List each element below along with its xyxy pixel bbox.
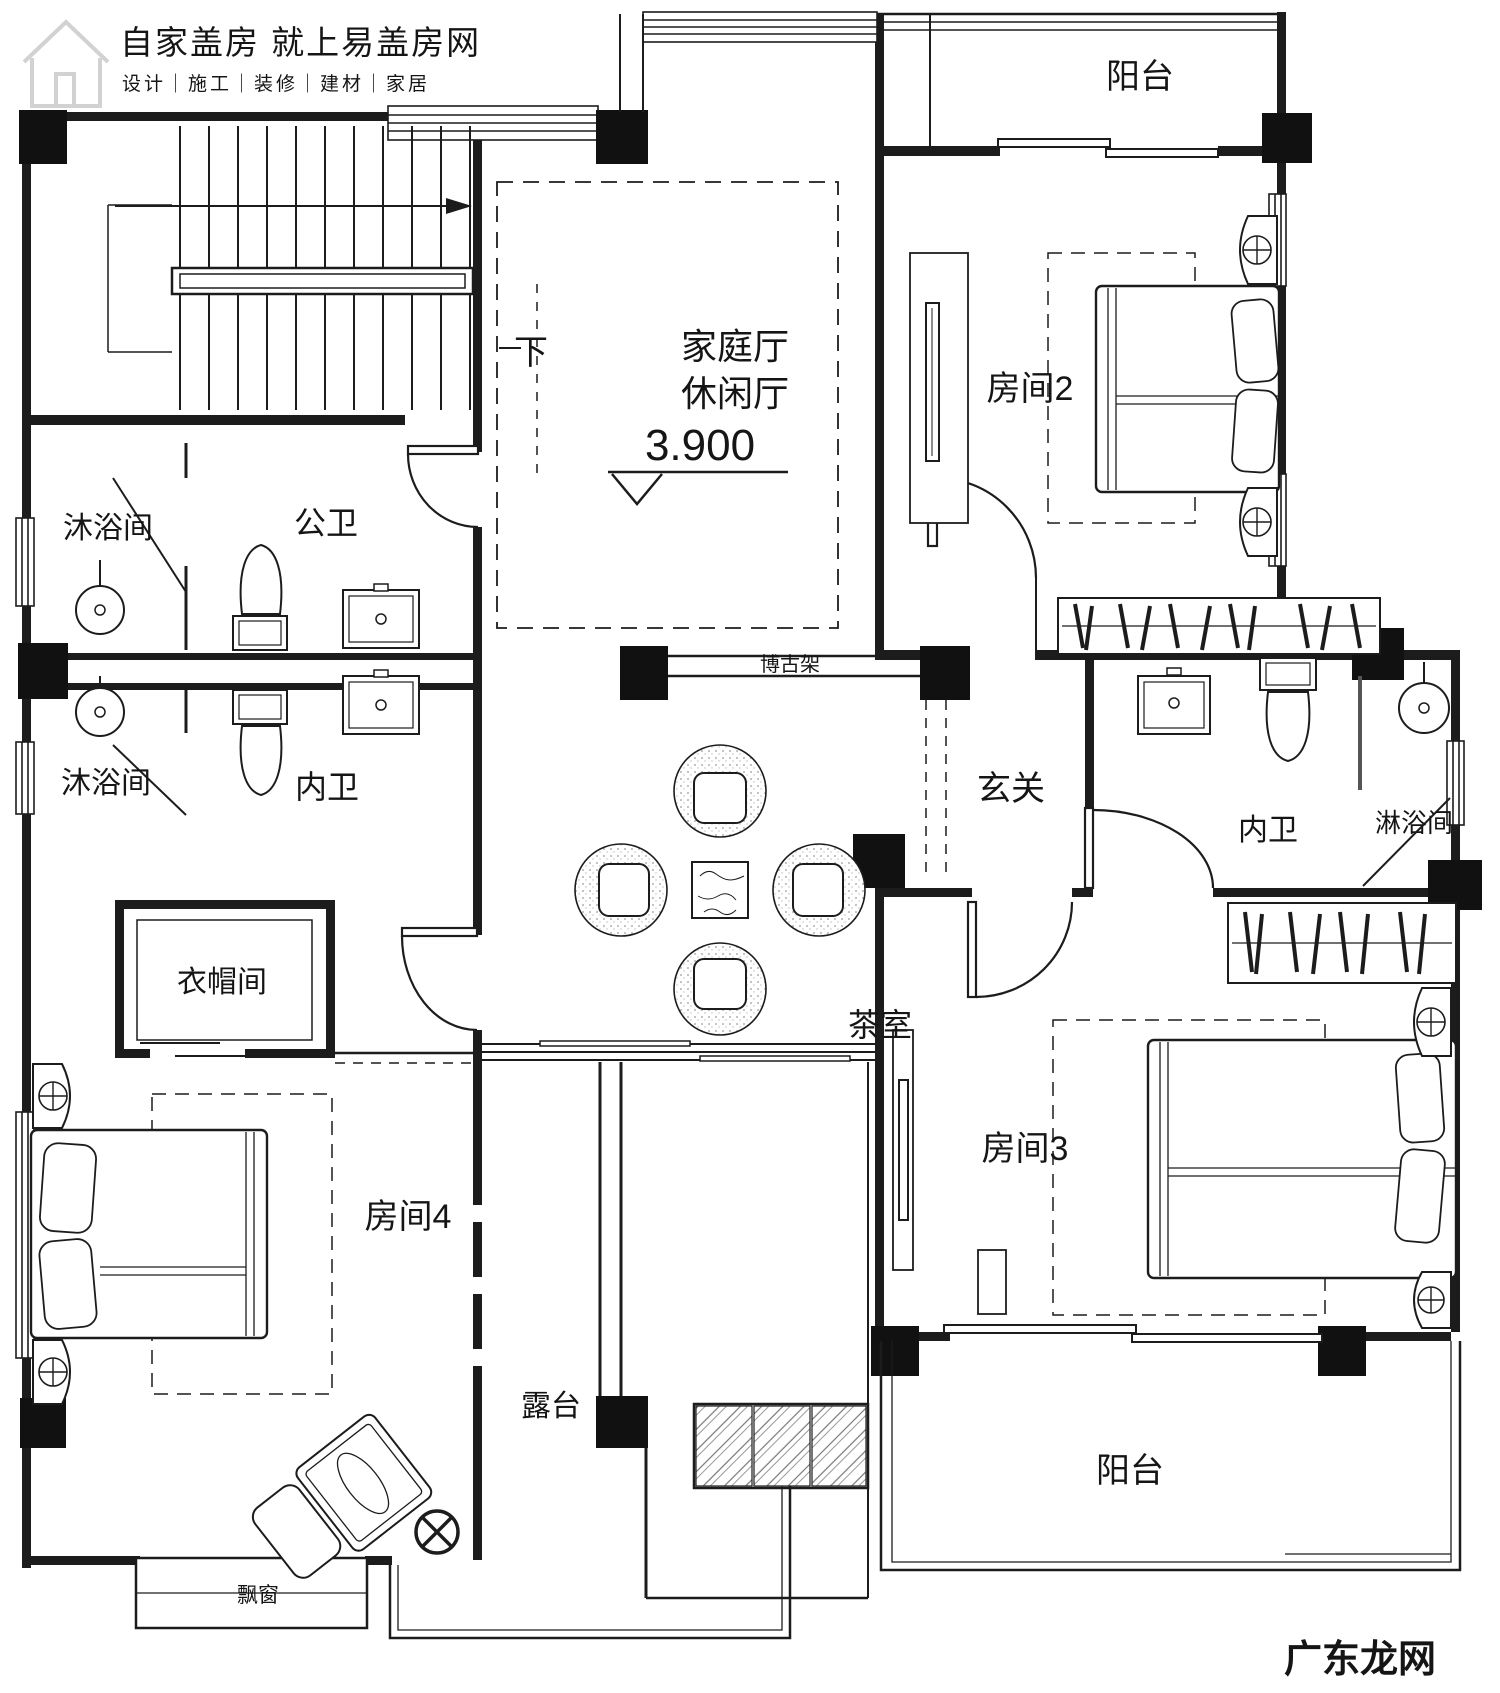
door-room3 [966, 900, 1074, 999]
tea-table-set [574, 744, 866, 1036]
label-leisure-hall: 休闲厅 [681, 373, 789, 414]
watermark: 广东龙网 [1284, 1639, 1436, 1681]
label-room2: 房间2 [987, 370, 1074, 408]
label-antique-shelf: 博古架 [760, 653, 820, 676]
thin-lines [112, 12, 1462, 1640]
tv-cabinet-room3 [892, 1029, 914, 1271]
column [596, 110, 648, 164]
stair-handrail [170, 266, 475, 296]
balcony-top-railing [877, 12, 1284, 146]
label-tea-room: 茶室 [848, 1007, 912, 1043]
bed-room4 [29, 1128, 269, 1340]
pillow [39, 1142, 97, 1234]
window-left-upper [15, 517, 35, 607]
pillow [1394, 1148, 1446, 1244]
toilet-ensuite-west [232, 689, 288, 797]
wardrobe-room3 [1227, 902, 1457, 984]
column [1318, 1326, 1366, 1376]
label-room4: 房间4 [365, 1198, 452, 1236]
door-public-bath [406, 444, 480, 529]
column [18, 643, 68, 699]
label-elevation: 3.900 [645, 421, 755, 470]
shower-head-nw [75, 560, 125, 635]
tearoom-sliding-door [482, 1040, 875, 1062]
label-ensuite-w: 内卫 [295, 769, 359, 805]
family-hall-ceiling-zone [496, 181, 839, 629]
column [1428, 860, 1482, 910]
column [1262, 113, 1312, 163]
window-shower-east [1446, 740, 1465, 826]
pillow [1231, 388, 1279, 474]
pillow [38, 1238, 98, 1330]
circle-x-icon [414, 1509, 460, 1555]
house-icon [22, 19, 110, 108]
arrow-right-icon [115, 198, 472, 214]
sink-ensuite-west [342, 669, 420, 735]
label-foyer: 玄关 [977, 770, 1045, 808]
furniture [29, 215, 1458, 1579]
label-balcony-bottom: 阳台 [1096, 1452, 1164, 1490]
bed-room3 [1146, 1038, 1458, 1280]
terrace-parapet [388, 1486, 792, 1640]
label-shower-e: 淋浴间 [1375, 808, 1453, 838]
balcony-top-sliding-door [997, 138, 1219, 158]
terrace-walls [598, 1062, 869, 1600]
toilet-public [232, 543, 288, 651]
shower-diagonal-e [1362, 797, 1451, 887]
label-shower-nw: 沐浴间 [63, 512, 153, 545]
window-stairs-top [387, 105, 599, 141]
column [871, 1326, 919, 1376]
logo-title: 自家盖房 就上易盖房网 [120, 24, 481, 61]
bay-window-shape [134, 1556, 369, 1630]
label-room3: 房间3 [982, 1130, 1069, 1168]
label-terrace: 露台 [521, 1390, 581, 1423]
elevation-marker [499, 347, 788, 506]
skylight-glass [692, 1402, 870, 1490]
nightstand [32, 215, 1452, 1405]
label-family-hall: 家庭厅 [681, 326, 789, 367]
tea-table [691, 861, 749, 919]
wardrobe-room2 [1057, 597, 1381, 655]
site-logo: 自家盖房 就上易盖房网 设计｜施工｜装修｜建材｜家居 [22, 19, 481, 108]
shower-head-e [1398, 662, 1450, 734]
window-hall-top [642, 11, 878, 43]
room3-sliding-door [943, 1324, 1323, 1343]
structural-columns [18, 110, 1482, 1448]
tv-cabinet-room2 [909, 252, 969, 524]
staircase [107, 126, 475, 410]
column [20, 1398, 66, 1448]
label-ensuite-e: 内卫 [1238, 814, 1298, 847]
bed-room2 [1094, 284, 1281, 494]
logo-subtitle: 设计｜施工｜装修｜建材｜家居 [122, 73, 430, 95]
pillow [1230, 298, 1280, 384]
label-stairs-down: 下 [514, 334, 548, 372]
bench-room3 [977, 1249, 1007, 1315]
lounge-chair [251, 1413, 433, 1579]
column [19, 110, 67, 164]
room-labels: 阳台 家庭厅 休闲厅 3.900 下 房间2 沐浴间 公卫 博古架 沐浴间 内卫… [61, 58, 1453, 1607]
balcony-bottom-railing [879, 1341, 1462, 1572]
door-ensuite-east [1083, 806, 1215, 890]
antique-shelf-lines [668, 654, 920, 678]
column [596, 1396, 648, 1448]
sink-ensuite-east [1137, 667, 1211, 735]
pillow [1394, 1052, 1446, 1144]
label-balcony-top: 阳台 [1106, 58, 1174, 96]
column [920, 646, 970, 700]
shower-glass-nw [112, 443, 188, 650]
door-room4 [400, 926, 479, 1032]
sink-public [342, 583, 420, 649]
label-cloakroom: 衣帽间 [177, 966, 267, 999]
toilet-ensuite-east [1259, 657, 1317, 763]
cloakroom-lining [136, 919, 313, 1057]
column [620, 646, 668, 700]
label-bay-window: 飘窗 [237, 1584, 279, 1607]
shower-glass-w [112, 690, 188, 816]
window-left-mid [15, 741, 35, 815]
label-public-bath: 公卫 [294, 505, 358, 541]
label-shower-w: 沐浴间 [61, 767, 151, 800]
shower-head-w [75, 676, 125, 737]
